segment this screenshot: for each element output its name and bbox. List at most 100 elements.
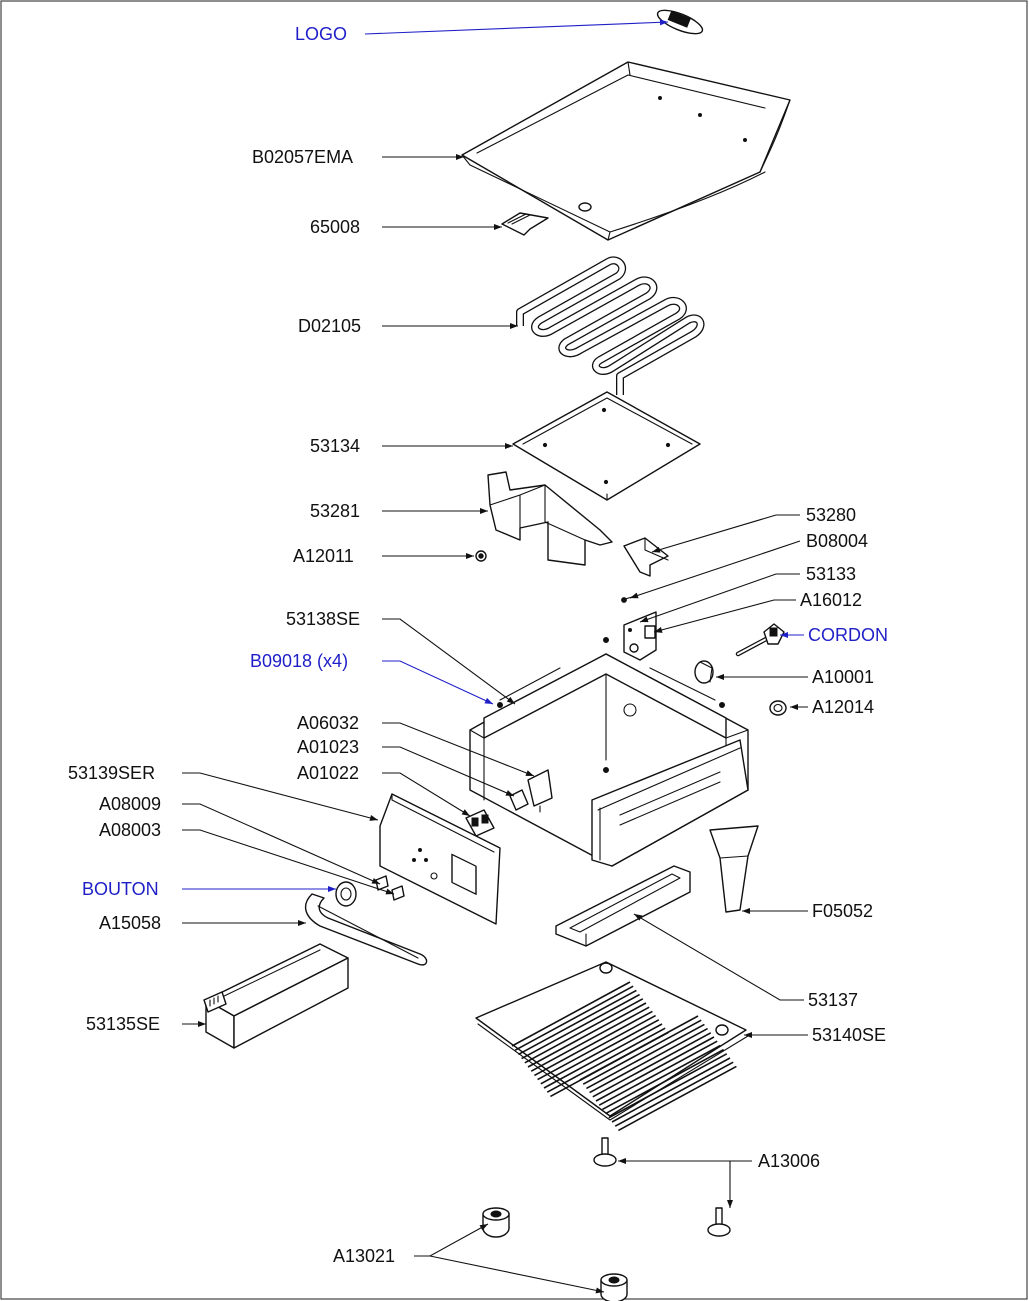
callout-p53280: 53280 [651, 505, 856, 553]
leader-line [382, 660, 494, 705]
leader-line [382, 618, 516, 705]
drip-drawer [203, 943, 349, 1049]
arrowhead [479, 1224, 488, 1231]
arrowhead [198, 1021, 206, 1027]
arrowhead [780, 632, 788, 638]
vent-slot [598, 1040, 718, 1106]
adjustable-foot-2 [707, 1207, 731, 1237]
vent-slot [605, 1048, 724, 1115]
part-label: 53138SE [286, 609, 360, 629]
vent-slot [543, 1023, 663, 1089]
leader-line [414, 1223, 489, 1257]
handle-a15058 [304, 893, 428, 966]
part-label: B08004 [806, 531, 868, 551]
vent-slot [579, 1015, 699, 1081]
part-53133 [623, 611, 657, 661]
vent-slot [511, 981, 631, 1047]
vent-slot [611, 1057, 731, 1123]
part-label: 53281 [310, 501, 360, 521]
callout-a08003: A08003 [99, 820, 395, 895]
leader-line [429, 1255, 605, 1293]
part-a12011 [475, 550, 487, 562]
part-53280 [623, 537, 669, 577]
arrowhead [328, 886, 336, 892]
part-label: A10001 [812, 667, 874, 687]
leader-line [182, 772, 379, 821]
callout-a13006: A13006 [618, 1151, 820, 1208]
callout-logo: LOGO [295, 19, 669, 44]
power-cord [735, 623, 785, 657]
callout-p53140se: 53140SE [744, 1025, 886, 1045]
arrowhead [505, 443, 513, 449]
callout-cordon: CORDON [780, 625, 888, 645]
vent-slot [524, 998, 644, 1064]
leader-line [382, 746, 515, 797]
arrowhead [618, 1158, 626, 1164]
part-label: A08009 [99, 794, 161, 814]
callout-b08004: B08004 [629, 531, 868, 599]
part-label: A06032 [297, 713, 359, 733]
vent-slot [537, 1014, 656, 1081]
callout-a08009: A08009 [99, 794, 381, 885]
callout-a15058: A15058 [99, 913, 306, 933]
arrowhead [742, 908, 750, 914]
callout-p53137: 53137 [633, 913, 858, 1010]
vent-slot [614, 1061, 734, 1127]
part-label: A01023 [297, 737, 359, 757]
part-label: F05052 [812, 901, 873, 921]
leader-line [653, 599, 796, 633]
leader-line [639, 573, 800, 623]
part-label: B09018 (x4) [250, 651, 348, 671]
arrowhead [716, 674, 724, 680]
part-label: B02057EMA [252, 147, 353, 167]
arrowhead [790, 704, 798, 710]
arrowhead [494, 224, 502, 230]
arrowhead [369, 815, 378, 821]
callout-a06032: A06032 [297, 713, 535, 777]
arrowhead [659, 19, 668, 26]
vent-slot [618, 1065, 737, 1132]
part-label: A13021 [333, 1246, 395, 1266]
callout-a12014: A12014 [790, 697, 874, 717]
callout-a12011: A12011 [293, 546, 474, 566]
arrowhead [466, 553, 474, 559]
part-label: A13006 [758, 1151, 820, 1171]
vent-slot [608, 1053, 728, 1119]
part-65008 [501, 212, 549, 236]
leader-line [629, 540, 801, 599]
part-label: 53139SER [68, 763, 155, 783]
scraper-f05052 [709, 825, 759, 913]
indicator-a08003 [391, 885, 405, 901]
vent-slot [530, 1006, 650, 1072]
arrowhead [505, 790, 514, 796]
leader-line [364, 21, 669, 35]
leader-line [729, 1160, 752, 1208]
part-label: A15058 [99, 913, 161, 933]
leader-line [633, 913, 804, 1001]
callout-p53135se: 53135SE [86, 1014, 206, 1034]
part-label: 53137 [808, 990, 858, 1010]
vent-slot [546, 1027, 666, 1093]
arrowhead [727, 1200, 733, 1208]
callout-f05052: F05052 [742, 901, 873, 921]
leader-line [382, 722, 535, 777]
vent-slot [589, 1027, 708, 1094]
arrowhead [461, 809, 470, 816]
part-label: A08003 [99, 820, 161, 840]
callout-p53138se: 53138SE [286, 609, 516, 705]
vent-slot [518, 989, 637, 1056]
control-panel [379, 793, 501, 925]
arrowhead [744, 1032, 752, 1038]
callout-p53133: 53133 [639, 564, 856, 623]
part-label: 53280 [806, 505, 856, 525]
part-label: A12014 [812, 697, 874, 717]
callout-d02105: D02105 [298, 316, 518, 336]
part-label: 53140SE [812, 1025, 886, 1045]
foot-pad-2 [600, 1273, 628, 1301]
switch-a01022 [465, 809, 495, 837]
arrowhead [634, 914, 643, 921]
part-label: 53135SE [86, 1014, 160, 1034]
callout-bouton: BOUTON [82, 879, 336, 899]
